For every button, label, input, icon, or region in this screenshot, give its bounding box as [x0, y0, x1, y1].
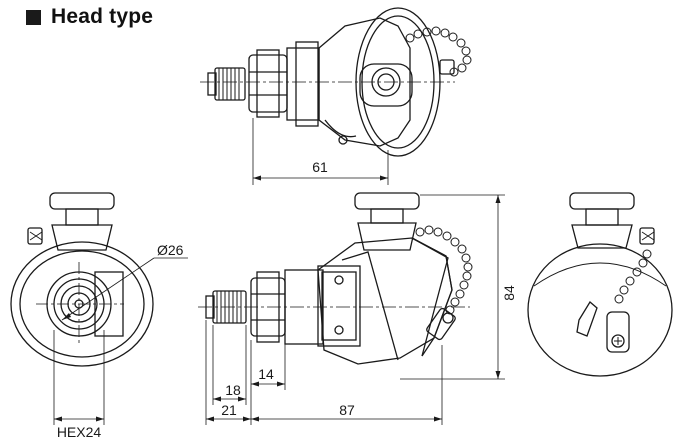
dim-height: 84	[501, 285, 517, 301]
top-view	[200, 7, 472, 185]
section-title: Head type	[51, 5, 154, 28]
dim-top-length: 61	[312, 159, 328, 175]
dim-thread-length: 18	[225, 382, 241, 398]
dim-hex-height: 14	[258, 366, 274, 382]
dim-body-length: 87	[339, 402, 355, 418]
left-view	[10, 192, 188, 425]
front-view	[198, 192, 505, 425]
filled-square-icon	[26, 9, 41, 25]
dim-stem-offset: 21	[221, 402, 237, 418]
right-view	[527, 192, 673, 377]
dim-diameter: Ø26	[157, 242, 184, 258]
dim-hex: HEX24	[57, 424, 102, 440]
section-header: Head type	[26, 5, 153, 29]
